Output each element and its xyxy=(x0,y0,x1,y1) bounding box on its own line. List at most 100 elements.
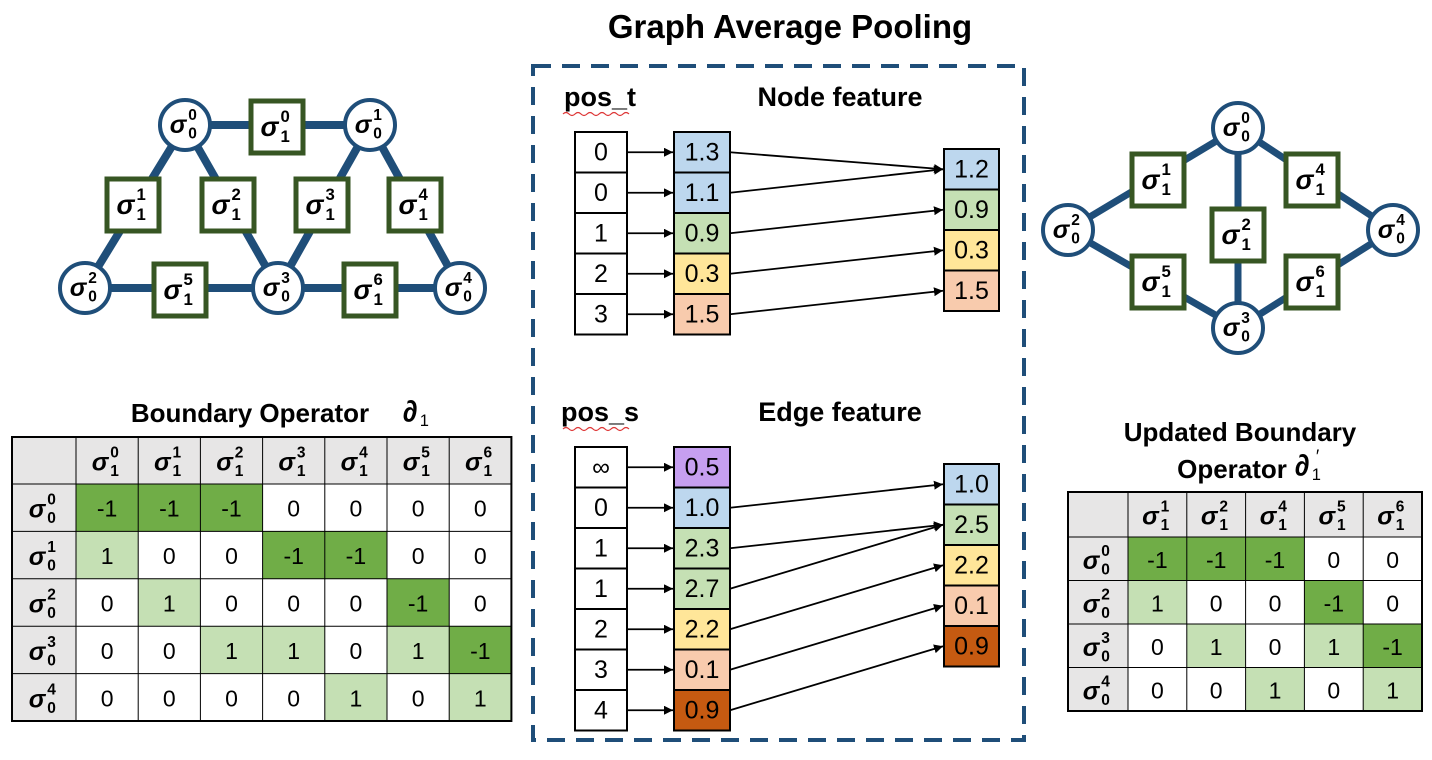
row-header-superscript: 4 xyxy=(47,681,56,698)
position-cell xyxy=(574,486,628,529)
column-header-superscript: 2 xyxy=(235,445,244,462)
table-cell-value: 1 xyxy=(1151,590,1164,616)
row-header-superscript: 2 xyxy=(1101,586,1110,603)
column-header-superscript: 5 xyxy=(1337,499,1346,516)
table-cell-value: -1 xyxy=(1382,634,1402,660)
column-header-symbol: σ xyxy=(465,449,483,477)
table-cell xyxy=(1363,624,1422,668)
table-border xyxy=(1067,491,1423,712)
node-simplex-circle xyxy=(158,98,212,152)
feature-cell xyxy=(673,252,731,295)
feature-value: 1.5 xyxy=(685,300,720,328)
pooled-feature-cell xyxy=(943,544,1000,587)
table-cell-value: 0 xyxy=(1269,590,1282,616)
edge-simplex-label-subscript: 1 xyxy=(280,127,289,146)
row-header-subscript: 0 xyxy=(47,700,56,717)
row-header-superscript: 4 xyxy=(1101,673,1110,690)
row-header-subscript: 0 xyxy=(47,510,56,527)
table-cell xyxy=(76,578,139,627)
edge-simplex-label-superscript: 6 xyxy=(1315,262,1324,281)
column-header-symbol: σ xyxy=(1260,503,1278,531)
row-header-subscript: 0 xyxy=(1101,605,1110,622)
table-cell-value: 0 xyxy=(1327,677,1340,703)
position-value: ∞ xyxy=(592,453,610,481)
node-simplex-circle xyxy=(1211,301,1265,355)
table-cell xyxy=(449,484,512,532)
table-cell-value: 1 xyxy=(101,543,114,569)
updated-title-line1: Updated Boundary xyxy=(1124,417,1357,447)
edge-simplex-label-symbol: σ xyxy=(211,190,230,220)
table-cell-value: -1 xyxy=(221,496,241,522)
table-cell-value: 1 xyxy=(412,638,425,664)
position-value: 0 xyxy=(594,138,608,166)
table-cell xyxy=(1128,667,1187,711)
table-cell xyxy=(387,484,450,532)
table-cell xyxy=(200,673,263,721)
boundary-symbol-partial: ∂ xyxy=(403,396,418,429)
position-value: 1 xyxy=(594,575,608,603)
row-header-symbol: σ xyxy=(1083,677,1101,705)
feature-value: 1.3 xyxy=(685,138,720,166)
table-cell-value: 0 xyxy=(474,591,487,617)
table-cell-value: 0 xyxy=(287,496,300,522)
edge-simplex-label-superscript: 1 xyxy=(136,185,145,204)
pooling-arrow xyxy=(729,206,944,235)
position-value: 3 xyxy=(594,300,608,328)
table-cell xyxy=(1128,537,1187,581)
column-header-subscript: 1 xyxy=(1278,517,1287,534)
table-cell xyxy=(1186,624,1246,668)
pooled-feature-cell xyxy=(943,148,1000,191)
position-value: 2 xyxy=(594,260,608,288)
table-cell xyxy=(262,578,325,627)
pooling-arrow xyxy=(729,246,944,275)
table-cell xyxy=(138,578,201,627)
node-simplex-label-superscript: 4 xyxy=(463,270,472,287)
feature-cell xyxy=(673,212,731,255)
row-header-symbol: σ xyxy=(29,685,47,713)
node-simplex-label-symbol: σ xyxy=(263,274,281,302)
table-cell-value: 0 xyxy=(350,496,363,522)
table-cell-value: 0 xyxy=(1210,677,1223,703)
column-header-subscript: 1 xyxy=(235,463,244,480)
table-cell-value: 0 xyxy=(412,543,425,569)
row-header-subscript: 0 xyxy=(47,558,56,575)
node-simplex-label-subscript: 0 xyxy=(1241,329,1250,346)
table-cell xyxy=(262,673,325,721)
node-simplex-label-symbol: σ xyxy=(170,111,188,139)
feature-cell xyxy=(673,527,731,570)
position-cell xyxy=(574,689,628,732)
table-cell xyxy=(324,484,387,532)
pooled-feature-cell xyxy=(943,463,1000,506)
node-simplex-circle xyxy=(1366,203,1420,257)
position-value: 1 xyxy=(594,219,608,247)
column-header-symbol: σ xyxy=(216,449,234,477)
table-header-row xyxy=(1128,492,1422,537)
edge-simplex-label-symbol: σ xyxy=(260,112,279,142)
node-simplex-label-superscript: 0 xyxy=(188,107,197,124)
table-cell-value: 0 xyxy=(101,638,114,664)
edge-simplex-box xyxy=(1129,151,1187,209)
spellcheck-underline xyxy=(562,426,630,432)
feature-value: 2.3 xyxy=(685,534,720,562)
row-header-subscript: 0 xyxy=(1101,692,1110,709)
table-cell xyxy=(76,673,139,721)
column-header-superscript: 1 xyxy=(1161,499,1170,516)
edge-simplex-box xyxy=(293,176,351,234)
node-simplex-label-symbol: σ xyxy=(355,111,373,139)
table-cell-value: 0 xyxy=(101,591,114,617)
feature-value: 2.7 xyxy=(685,575,720,603)
table-cell-value: -1 xyxy=(408,591,428,617)
table-cell-value: 1 xyxy=(1327,634,1340,660)
edge-simplex-label-symbol: σ xyxy=(305,190,324,220)
table-cell xyxy=(1128,580,1187,624)
